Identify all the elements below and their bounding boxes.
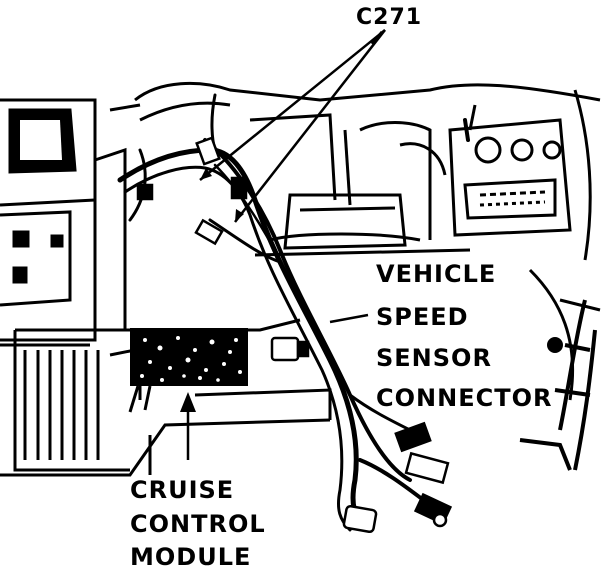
module-label-line-2: CONTROL xyxy=(130,510,266,538)
cruise-control-module xyxy=(128,328,248,413)
vss-label-line-4: CONNECTOR xyxy=(376,384,552,412)
module-label-line-1: CRUISE xyxy=(130,476,234,504)
right-cluster xyxy=(448,89,601,401)
vss-label-line-3: SENSOR xyxy=(376,344,492,372)
dash-top xyxy=(134,82,601,257)
c271-label: C271 xyxy=(356,5,422,30)
harness-connectors xyxy=(136,136,453,534)
callout-arrowheads xyxy=(180,168,244,412)
vss-label-line-2: SPEED xyxy=(376,303,469,331)
module-label-line-3: MODULE xyxy=(130,543,251,568)
vss-label-line-1: VEHICLE xyxy=(376,260,496,288)
right-harness xyxy=(519,299,597,471)
left-panel xyxy=(0,98,141,347)
